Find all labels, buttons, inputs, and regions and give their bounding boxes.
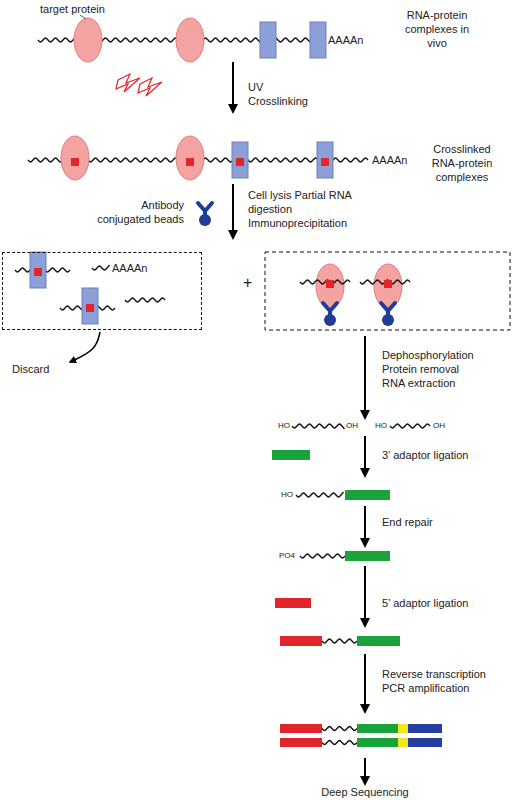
target-protein <box>374 264 402 308</box>
step-label: Crosslinked RNA-protein complexes <box>426 142 498 184</box>
adaptor <box>357 636 400 646</box>
other-protein <box>317 142 333 178</box>
adaptor <box>357 724 398 733</box>
crosslink-mark <box>236 158 244 166</box>
step-label: RNA-protein complexes in vivo <box>404 8 470 50</box>
crosslink-mark <box>321 158 329 166</box>
target-protein <box>316 264 344 308</box>
other-protein <box>260 22 276 58</box>
rna-strand <box>390 424 430 428</box>
adaptor <box>357 738 398 747</box>
step-arrow <box>364 758 366 784</box>
adaptor <box>408 724 442 733</box>
step-label: PO4 <box>279 549 303 563</box>
step-arrow <box>364 506 366 546</box>
other-protein <box>310 22 326 58</box>
adaptor <box>272 450 310 460</box>
rna-strand <box>92 265 110 270</box>
rna-strand <box>292 424 345 429</box>
other-protein <box>232 142 248 178</box>
antibody-bead <box>198 203 212 226</box>
step-label: 3’ adaptor ligation <box>382 448 502 462</box>
adaptor <box>345 490 390 500</box>
step-label: Discard <box>12 362 72 376</box>
step-arrow <box>364 654 366 712</box>
target-protein <box>61 136 89 180</box>
rna-tail-label: AAAAn <box>112 261 147 275</box>
step-label: Reverse transcription PCR amplification <box>382 667 496 695</box>
step-label: AAAAn <box>328 33 378 47</box>
step-arrow <box>232 62 234 112</box>
other-protein <box>30 252 46 288</box>
rna-strand <box>300 554 345 558</box>
step-label: Deep Sequencing <box>290 785 440 799</box>
adaptor <box>280 724 322 733</box>
crosslink-mark <box>186 158 194 166</box>
step-label: HO <box>278 419 298 433</box>
antibody-bead <box>323 303 337 326</box>
step-label: HO <box>281 488 301 502</box>
target-protein <box>74 18 102 62</box>
crosslink-mark <box>71 158 79 166</box>
step-label: 5’ adaptor ligation <box>382 596 502 610</box>
rna-strand <box>322 727 357 731</box>
adaptor <box>280 636 322 646</box>
step-label: HO <box>375 419 395 433</box>
step-label: OH <box>346 419 366 433</box>
step-label: + <box>243 276 263 290</box>
adaptor <box>280 738 322 747</box>
rna-strand <box>322 741 357 745</box>
step-label: End repair <box>382 515 482 529</box>
step-arrow <box>364 566 366 626</box>
rna-strand <box>296 492 344 497</box>
step-arrow <box>232 184 234 238</box>
adaptor <box>345 551 390 561</box>
adaptor <box>398 724 408 733</box>
leader-line <box>80 15 86 19</box>
adaptor <box>275 598 311 608</box>
target-protein <box>176 18 204 62</box>
rna-strand <box>322 639 357 643</box>
step-label: Cell lysis Partial RNA digestion Immunop… <box>248 188 358 230</box>
antibody-bead <box>381 303 395 326</box>
step-arrow <box>364 336 366 418</box>
step-label: UV Crosslinking <box>248 80 318 108</box>
step-label: AAAAn <box>372 153 422 167</box>
crosslink-mark <box>326 280 334 288</box>
step-label: Antibody conjugated beads <box>92 198 184 226</box>
uv-bolt <box>138 78 162 96</box>
rna-strand <box>125 298 165 302</box>
crosslink-mark <box>86 304 94 312</box>
rna-strand <box>300 280 350 284</box>
target-protein <box>176 136 204 180</box>
step-label: Dephosphorylation Protein removal RNA ex… <box>382 348 482 390</box>
crosslink-mark <box>384 280 392 288</box>
crosslink-mark <box>34 268 42 276</box>
dashed-box <box>265 252 510 330</box>
dashed-box: AAAAn <box>2 252 202 330</box>
step-label: OH <box>433 419 453 433</box>
uv-bolt <box>116 74 140 92</box>
adaptor <box>408 738 442 747</box>
discard-arrow <box>70 332 100 362</box>
adaptor <box>398 738 408 747</box>
other-protein <box>82 288 98 324</box>
step-label: target protein <box>40 2 140 16</box>
step-arrow <box>364 436 366 476</box>
